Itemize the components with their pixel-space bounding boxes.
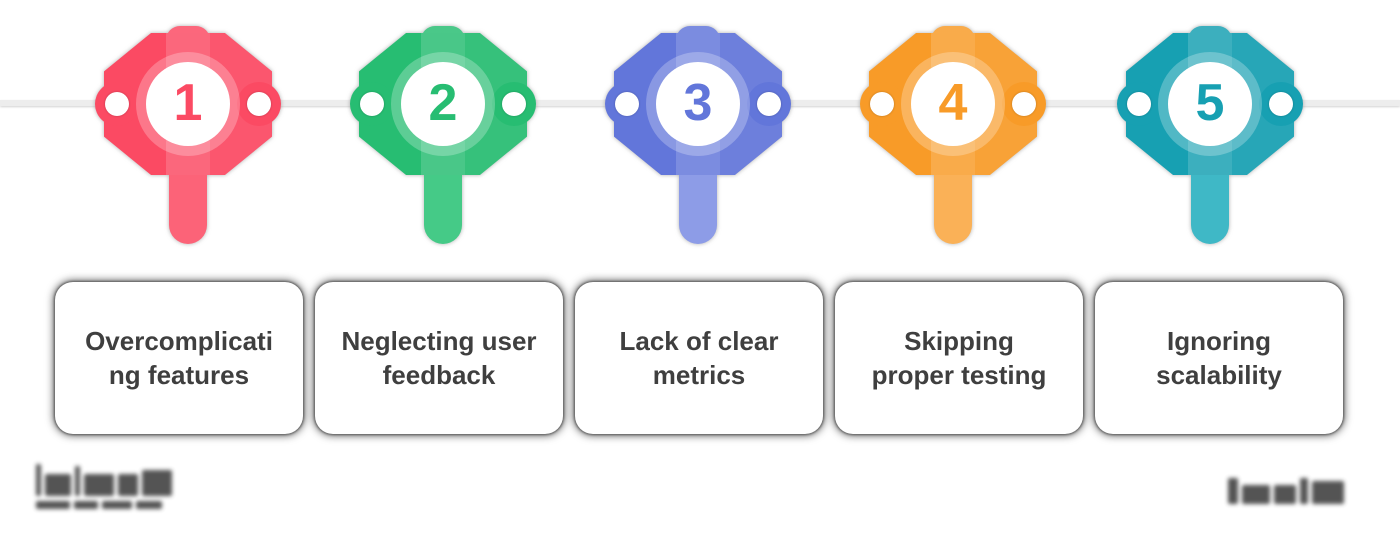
- step-label: Overcomplicating features: [85, 326, 273, 390]
- step-label: Ignoring scalability: [1156, 326, 1282, 390]
- marker-number: 1: [173, 74, 203, 132]
- marker-right-dot: [1269, 92, 1293, 116]
- marker-right-dot: [757, 92, 781, 116]
- step-label: Neglecting user feedback: [341, 326, 537, 390]
- marker-left-dot: [870, 92, 894, 116]
- step-card: Overcomplicating features: [55, 282, 303, 434]
- marker-number: 2: [428, 74, 458, 132]
- marker-number-circle: 4: [911, 62, 995, 146]
- marker-right-dot: [1012, 92, 1036, 116]
- marker-left-dot: [360, 92, 384, 116]
- right-watermark-logo: [1228, 478, 1344, 504]
- timeline-marker: 4: [858, 0, 1048, 260]
- step-label: Lack of clear metrics: [619, 326, 779, 390]
- marker-number-circle: 5: [1168, 62, 1252, 146]
- left-watermark-logo: [36, 464, 172, 509]
- left-watermark-tagline: [36, 501, 172, 509]
- marker-number: 5: [1195, 74, 1225, 132]
- timeline-marker: 3: [603, 0, 793, 260]
- right-watermark-wordmark: [1228, 478, 1344, 504]
- step-card: Ignoring scalability: [1095, 282, 1343, 434]
- marker-left-dot: [615, 92, 639, 116]
- step-card: Lack of clear metrics: [575, 282, 823, 434]
- timeline-marker: 2: [348, 0, 538, 260]
- left-watermark-wordmark: [36, 464, 172, 496]
- step-card: Neglecting user feedback: [315, 282, 563, 434]
- marker-left-dot: [105, 92, 129, 116]
- marker-number: 3: [683, 74, 713, 132]
- timeline-marker: 5: [1115, 0, 1305, 260]
- marker-number-circle: 3: [656, 62, 740, 146]
- marker-number: 4: [938, 74, 968, 132]
- marker-number-circle: 1: [146, 62, 230, 146]
- marker-right-dot: [247, 92, 271, 116]
- marker-right-dot: [502, 92, 526, 116]
- step-card: Skipping proper testing: [835, 282, 1083, 434]
- step-label: Skipping proper testing: [871, 326, 1047, 390]
- timeline-marker: 1: [93, 0, 283, 260]
- marker-number-circle: 2: [401, 62, 485, 146]
- marker-left-dot: [1127, 92, 1151, 116]
